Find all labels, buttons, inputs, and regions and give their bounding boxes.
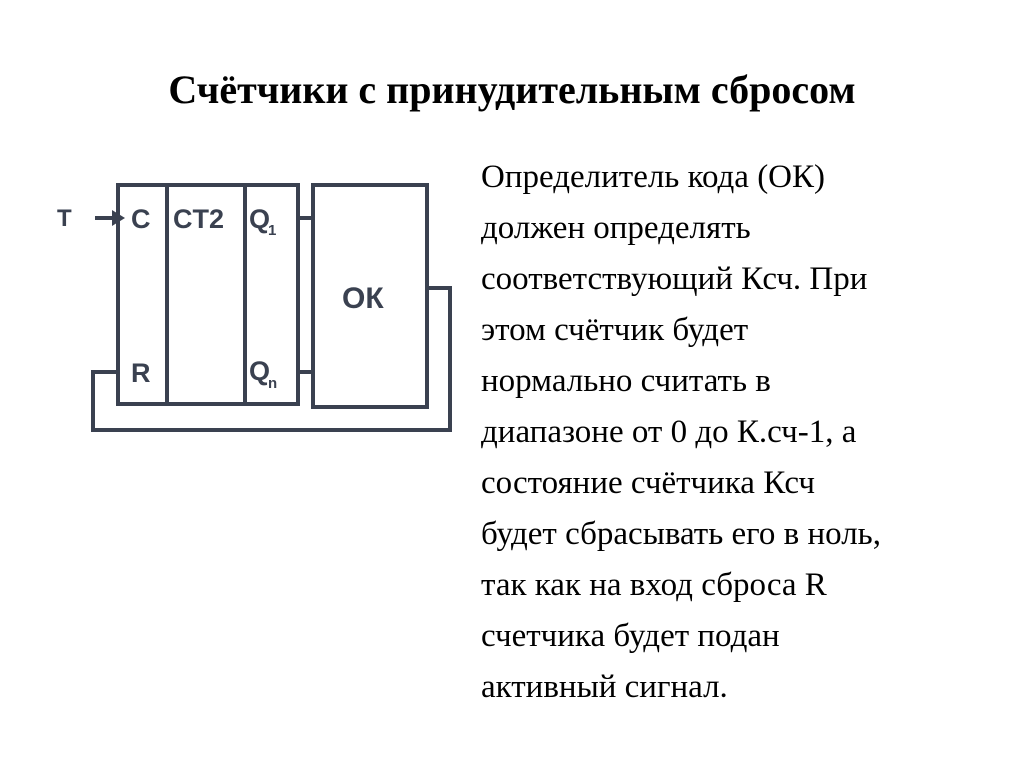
body-line: активный сигнал. [481, 669, 728, 705]
q1-output-label: Q [249, 204, 270, 234]
page-title: Счётчики с принудительным сбросом [168, 67, 856, 112]
body-line: соответствующий Ксч. При [481, 261, 868, 297]
body-line: Определитель кода (ОК) [481, 159, 826, 195]
body-line: диапазоне от 0 до К.сч-1, а [481, 414, 857, 450]
code-detector-label: ОК [342, 282, 384, 315]
reset-input-label: R [131, 358, 151, 388]
body-line: будет сбрасывать его в ноль, [481, 516, 881, 552]
body-line: нормально считать в [481, 363, 771, 399]
counter-type-label: CT2 [173, 204, 224, 234]
circuit-diagram-svg: T C CT2 Q 1 R Q n ОК [57, 183, 452, 432]
q1-output-sublabel: 1 [268, 222, 276, 239]
body-line: должен определять [481, 210, 751, 246]
body-line: этом счётчик будет [481, 312, 749, 348]
qn-output-label: Q [249, 356, 270, 386]
body-text-block: Определитель кода (ОК) должен определять… [481, 152, 1001, 713]
circuit-diagram: T C CT2 Q 1 R Q n ОК [20, 150, 480, 470]
body-line: состояние счётчика Ксч [481, 465, 815, 501]
code-detector-block-outline [311, 183, 429, 409]
clock-input-label: C [131, 204, 151, 234]
clock-source-label: T [57, 205, 72, 232]
counter-block-outline [116, 183, 300, 406]
body-line: счетчика будет подан [481, 618, 780, 654]
reset-feedback-wire [91, 286, 452, 432]
clock-input-arrow-icon [112, 210, 125, 226]
body-line: так как на вход сброса R [481, 567, 827, 603]
qn-output-sublabel: n [268, 375, 277, 392]
